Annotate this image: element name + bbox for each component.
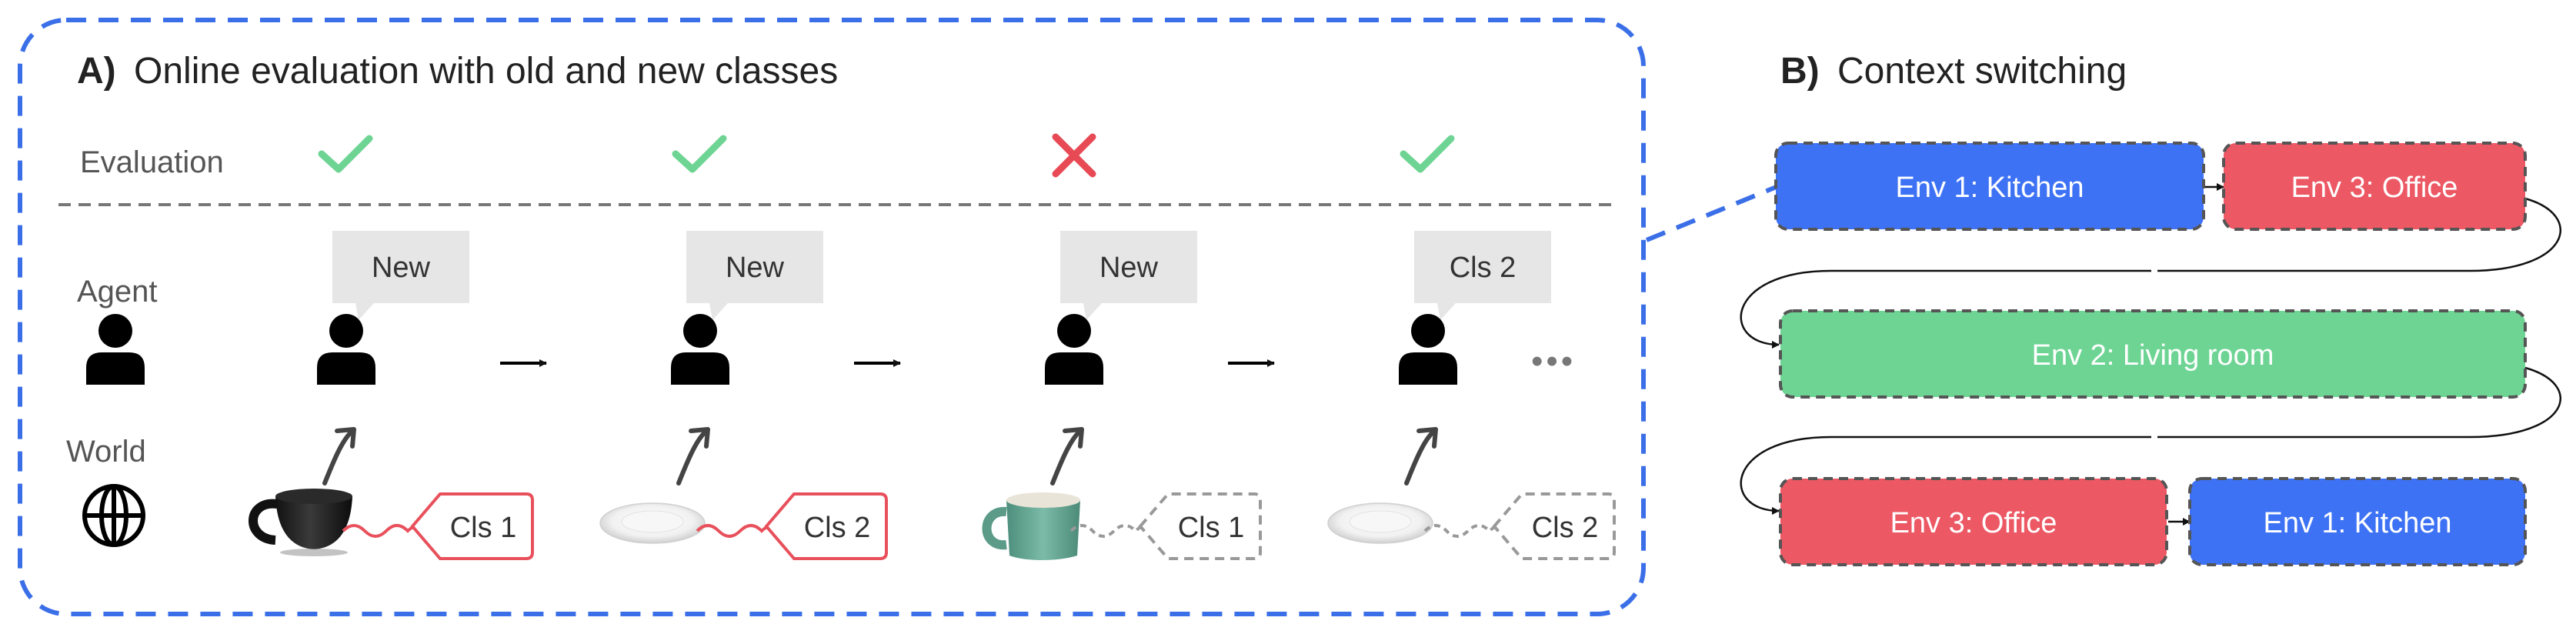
person-icon — [1045, 314, 1103, 385]
env-box-office: Env 3: Office — [1779, 477, 2168, 566]
black-cup-image — [249, 489, 352, 556]
connector-gaps — [2151, 269, 2157, 439]
class-tag — [764, 492, 888, 560]
curved-arrow-icon — [1404, 430, 1435, 486]
panel-a-prefix: A) — [77, 51, 116, 92]
bubble-label: New — [726, 252, 785, 284]
tag-label: Cls 1 — [450, 512, 517, 544]
env-label: Env 1: Kitchen — [1895, 172, 2084, 204]
ellipsis: ••• — [1531, 342, 1576, 380]
curved-arrow-icon — [322, 430, 353, 486]
panel-a-title: A) Online evaluation with old and new cl… — [77, 51, 838, 92]
cross-icon — [1052, 133, 1096, 178]
green-mug-image — [982, 492, 1080, 560]
tag-label: Cls 2 — [1532, 512, 1599, 544]
speech-bubble — [1414, 231, 1551, 320]
bubble-label: Cls 2 — [1450, 252, 1517, 284]
curved-arrow-icon — [676, 430, 707, 486]
agent-label: Agent — [77, 275, 158, 309]
env-box-kitchen: Env 1: Kitchen — [1774, 142, 2205, 231]
env-label: Env 2: Living room — [2032, 339, 2274, 372]
panel-a-frame — [18, 18, 1646, 616]
panel-connector — [1645, 182, 1784, 242]
person-icon — [317, 314, 375, 385]
white-plate-image — [1327, 502, 1433, 544]
speech-bubble — [332, 231, 469, 320]
env-box-kitchen: Env 1: Kitchen — [2188, 477, 2527, 566]
tag-label: Cls 1 — [1178, 512, 1245, 544]
speech-bubble — [1060, 231, 1197, 320]
env-label: Env 3: Office — [1890, 507, 2057, 539]
check-icon — [318, 135, 373, 173]
bubble-label: New — [372, 252, 431, 284]
panel-b-title-text: Context switching — [1837, 51, 2127, 92]
class-tag-unlabeled — [1492, 492, 1616, 560]
check-icon — [672, 135, 727, 173]
globe-icon — [82, 484, 145, 547]
speech-bubble — [686, 231, 823, 320]
class-tag — [410, 492, 534, 560]
step-4: Cls 2 Cls 2 — [1327, 135, 1616, 560]
env-label: Env 3: Office — [2291, 172, 2458, 204]
evaluation-label: Evaluation — [80, 145, 224, 179]
env-box-living: Env 2: Living room — [1779, 309, 2527, 399]
connector-row2-to-row3 — [1740, 366, 2561, 515]
class-tag-unlabeled — [1138, 492, 1262, 560]
person-icon — [671, 314, 729, 385]
context-connectors — [1740, 183, 2561, 526]
panel-b-prefix: B) — [1780, 51, 1820, 92]
panel-b-title: B) Context switching — [1780, 51, 2127, 92]
curved-arrow-icon — [1050, 430, 1081, 486]
env-label: Env 1: Kitchen — [2263, 507, 2451, 539]
bubble-label: New — [1099, 252, 1159, 284]
person-icon — [1399, 314, 1457, 385]
panel-a-title-text: Online evaluation with old and new class… — [134, 51, 838, 92]
person-icon — [86, 314, 145, 385]
check-icon — [1400, 135, 1455, 173]
env-box-office: Env 3: Office — [2222, 142, 2527, 231]
connector-row1-to-row2 — [1740, 197, 2561, 349]
white-plate-image — [599, 502, 706, 544]
tag-label: Cls 2 — [804, 512, 871, 544]
world-label: World — [66, 435, 146, 469]
